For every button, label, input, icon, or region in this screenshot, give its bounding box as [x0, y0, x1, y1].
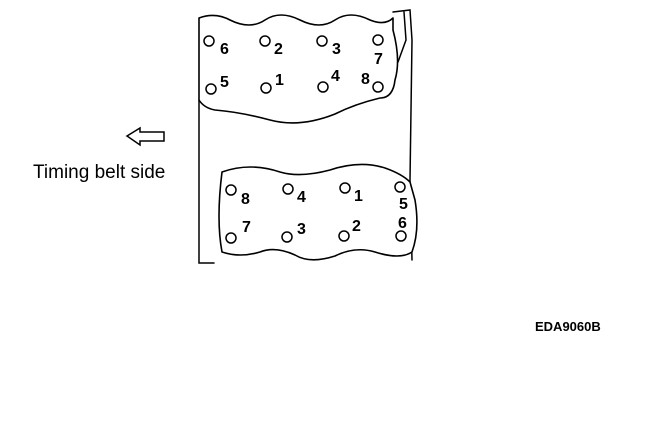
- upper-bolt-label: 2: [274, 41, 283, 58]
- upper-bolt-label: 1: [275, 72, 284, 89]
- upper-bolt-4: [372, 34, 384, 46]
- lower-bolt-7: [338, 230, 350, 242]
- upper-bolt-label: 7: [374, 51, 383, 68]
- upper-bolt-2: [259, 35, 271, 47]
- upper-bolt-6: [260, 82, 272, 94]
- upper-bolt-7: [317, 81, 329, 93]
- lower-bolt-5: [225, 232, 237, 244]
- upper-bolt-label: 6: [220, 41, 229, 58]
- lower-bolt-3: [339, 182, 351, 194]
- upper-cylinder-head-outline: [198, 14, 399, 124]
- upper-bolt-1: [203, 35, 215, 47]
- upper-bolt-label: 3: [332, 41, 341, 58]
- lower-bolt-label: 5: [399, 196, 408, 213]
- lower-bolt-label: 6: [398, 215, 407, 232]
- lower-bolt-label: 8: [241, 191, 250, 208]
- lower-bolt-label: 1: [354, 188, 363, 205]
- upper-bolt-5: [205, 83, 217, 95]
- lower-bolt-label: 7: [242, 219, 251, 236]
- upper-bolt-3: [316, 35, 328, 47]
- timing-belt-side-label: Timing belt side: [33, 162, 165, 183]
- lower-bolt-8: [395, 230, 407, 242]
- lower-bolt-6: [281, 231, 293, 243]
- lower-bolt-4: [394, 181, 406, 193]
- upper-bolt-label: 4: [331, 68, 340, 85]
- lower-bolt-label: 2: [352, 218, 361, 235]
- upper-bolt-label: 5: [220, 74, 229, 91]
- upper-head-bolts: 6 2 3 7 5 1 4 8: [203, 34, 384, 95]
- upper-bolt-8: [372, 81, 384, 93]
- lower-head-bolts: 8 4 1 5 7 3 2 6: [225, 181, 408, 244]
- lower-bolt-label: 4: [297, 189, 306, 206]
- upper-bolt-label: 8: [361, 71, 370, 88]
- lower-bolt-1: [225, 184, 237, 196]
- figure-code: EDA9060B: [535, 319, 601, 334]
- arrow-left-outline-icon: [125, 126, 165, 147]
- lower-bolt-label: 3: [297, 221, 306, 238]
- lower-cylinder-head-outline: [218, 163, 418, 261]
- lower-bolt-2: [282, 183, 294, 195]
- block-left-edge: [198, 99, 215, 264]
